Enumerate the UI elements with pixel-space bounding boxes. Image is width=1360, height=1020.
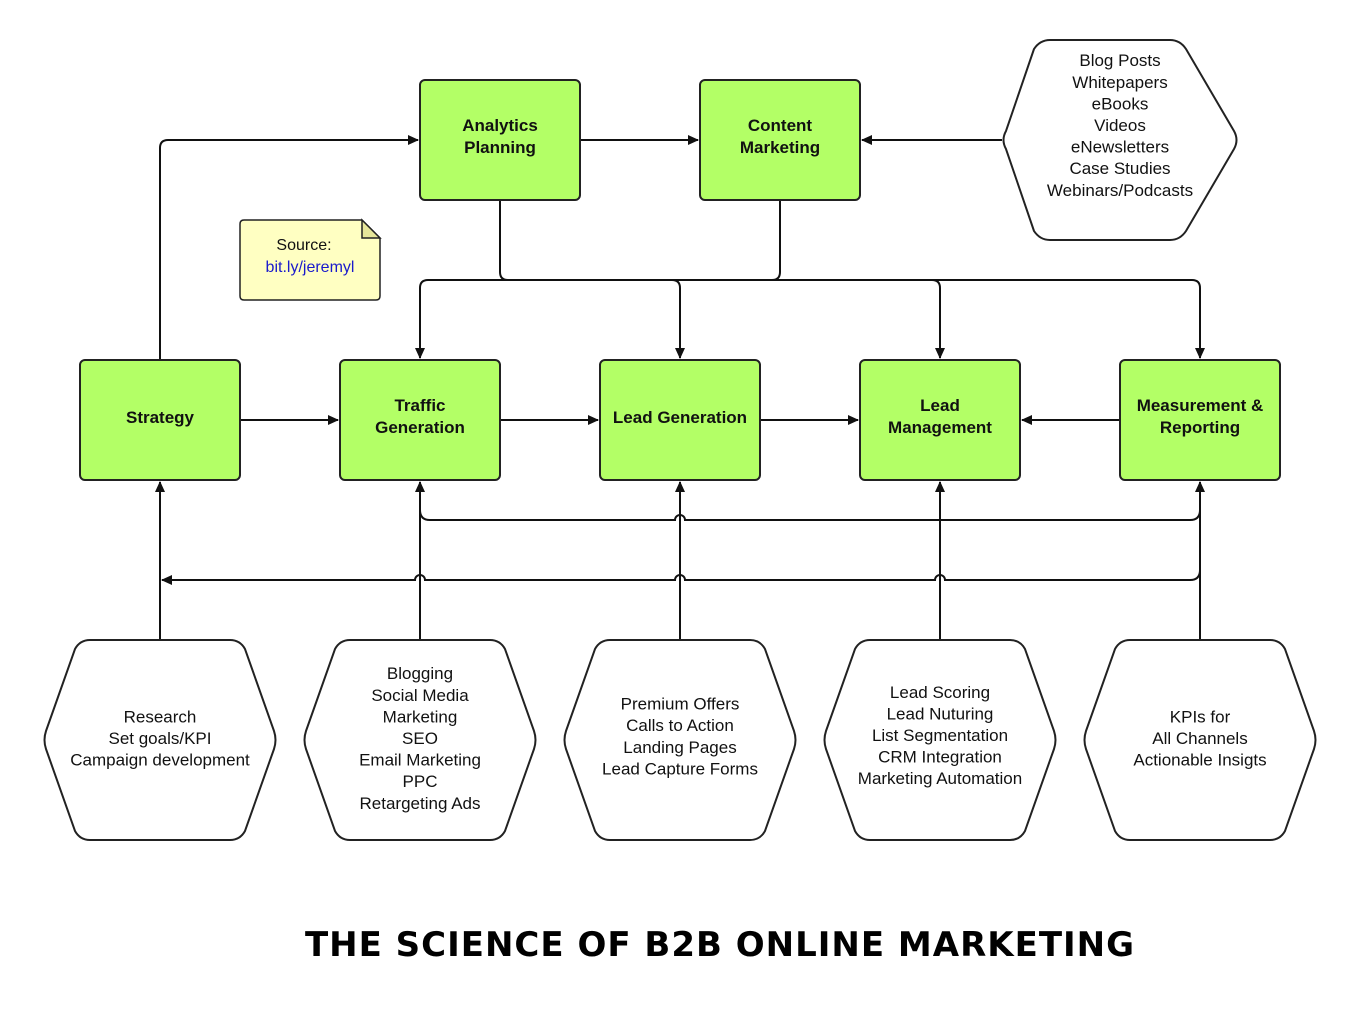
hex-line: Marketing xyxy=(383,707,458,726)
hex-line: Webinars/Podcasts xyxy=(1047,181,1193,200)
connector-bus-traffic xyxy=(415,279,429,359)
hex-line: Retargeting Ads xyxy=(360,794,481,813)
box-label: Strategy xyxy=(126,408,195,427)
box-label: Marketing xyxy=(740,138,820,157)
hex-line: List Segmentation xyxy=(872,726,1008,745)
connector-bus-measurement xyxy=(1191,279,1205,359)
hex-line: Campaign development xyxy=(70,751,250,770)
box-label: Traffic xyxy=(394,396,445,415)
box-traffic-generation[interactable]: Traffic Generation xyxy=(339,359,501,481)
source-note: Source: bit.ly/jeremyl xyxy=(239,218,382,301)
hex-line: KPIs for xyxy=(1170,707,1231,726)
hex-line: Actionable Insigts xyxy=(1133,751,1266,770)
hex-line: Social Media xyxy=(371,686,469,705)
hex-line: eNewsletters xyxy=(1071,138,1169,157)
box-label: Measurement & xyxy=(1137,396,1264,415)
box-lead-management[interactable]: Lead Management xyxy=(859,359,1021,481)
hex-line: Blog Posts xyxy=(1079,51,1160,70)
box-content-marketing[interactable]: Content Marketing xyxy=(699,79,861,201)
connector-analytics-bus xyxy=(499,200,781,281)
hex-line: Blogging xyxy=(387,664,453,683)
connectors xyxy=(155,135,1205,640)
hex-line: Lead Nuturing xyxy=(887,704,994,723)
hex-line: Calls to Action xyxy=(626,716,734,735)
hex-line: Landing Pages xyxy=(623,738,736,757)
box-analytics-planning[interactable]: Analytics Planning xyxy=(419,79,581,201)
hex-line: Whitepapers xyxy=(1072,73,1167,92)
hex-line: Marketing Automation xyxy=(858,769,1022,788)
hex-line: SEO xyxy=(402,729,438,748)
hex-line: eBooks xyxy=(1092,94,1149,113)
connector-feedback-bus-lower xyxy=(161,569,1201,585)
source-label: Source: xyxy=(276,237,331,254)
box-label: Management xyxy=(888,418,992,437)
box-label: Lead xyxy=(920,396,960,415)
box-lead-generation[interactable]: Lead Generation xyxy=(599,359,761,481)
box-label: Lead Generation xyxy=(613,408,747,427)
box-strategy[interactable]: Strategy xyxy=(79,359,241,481)
connector-bus-leadmgmt xyxy=(931,279,945,359)
hex-line: PPC xyxy=(403,772,438,791)
hex-line: Research xyxy=(124,707,197,726)
hex-line: Videos xyxy=(1094,116,1146,135)
hex-line: Lead Capture Forms xyxy=(602,759,758,778)
connector-feedback-bus-upper xyxy=(419,509,1201,521)
connector-strategy-analytics xyxy=(159,135,419,360)
connector-bus-leadgen xyxy=(671,279,685,359)
hex-line: Premium Offers xyxy=(621,695,740,714)
hex-line: Case Studies xyxy=(1069,159,1170,178)
box-label: Generation xyxy=(375,418,465,437)
box-measurement-reporting[interactable]: Measurement & Reporting xyxy=(1119,359,1281,481)
hex-line: CRM Integration xyxy=(878,748,1002,767)
box-label: Planning xyxy=(464,138,536,157)
hex-line: Email Marketing xyxy=(359,751,481,770)
hex-line: Lead Scoring xyxy=(890,683,990,702)
box-label: Content xyxy=(748,116,813,135)
box-label: Analytics xyxy=(462,116,538,135)
box-label: Reporting xyxy=(1160,418,1240,437)
diagram-title: THE SCIENCE OF B2B ONLINE MARKETING xyxy=(305,925,1135,965)
source-link[interactable]: bit.ly/jeremyl xyxy=(266,259,355,276)
hex-line: All Channels xyxy=(1152,729,1247,748)
hex-line: Set goals/KPI xyxy=(108,729,211,748)
